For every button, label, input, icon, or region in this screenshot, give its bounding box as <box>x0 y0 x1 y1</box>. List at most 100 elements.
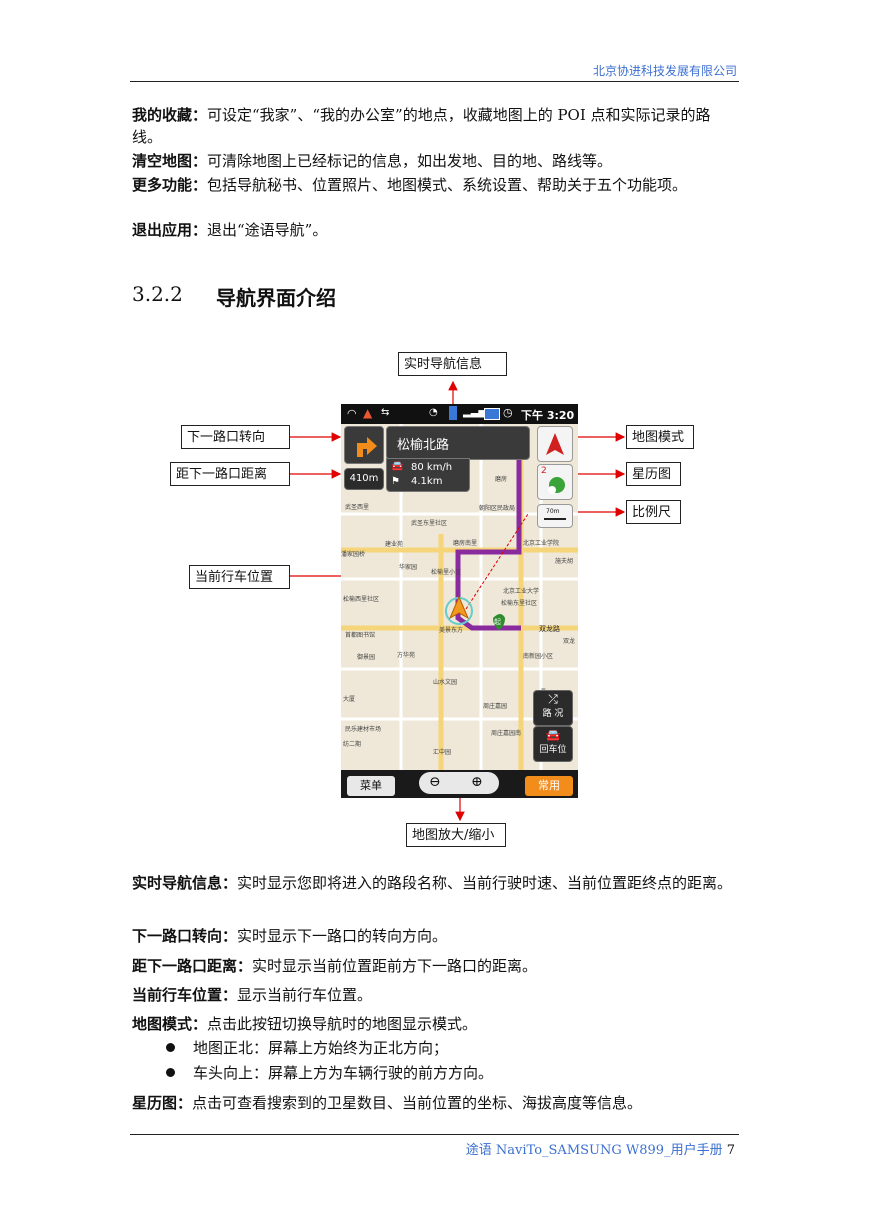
mute-icon: ◔ <box>429 407 438 418</box>
navigation-screenshot: 武圣西里 朝阳区民政局 武圣东里社区 建业苑 磨房南里 北京工业学院 松榆里小区… <box>341 404 578 798</box>
map-label: 周庄嘉园南 <box>491 730 522 737</box>
desc-next-turn: 下一路口转向：实时显示下一路口的转向方向。 <box>132 927 448 945</box>
page-footer: 途语 NaviTo_SAMSUNG W899_用户手册 7 <box>465 1143 735 1158</box>
road-name-panel: 松榆北路 <box>386 426 530 460</box>
zoom-control: ⊖ ⊕ <box>419 772 499 794</box>
turn-distance: 410m <box>344 468 384 490</box>
map-label: 方华苑 <box>397 652 416 659</box>
intro-clear-map: 清空地图：可清除地图上已经标记的信息，如出发地、目的地、路线等。 <box>132 152 613 170</box>
map-label: 武圣西里 <box>345 504 370 511</box>
section-title: 导航界面介绍 <box>216 286 336 310</box>
compass-arrow-icon <box>546 433 564 455</box>
map-label: 美景东方 <box>439 627 464 634</box>
callout-next-distance: 距下一路口距离 <box>170 462 290 486</box>
bullet-north-up: 地图正北：屏幕上方始终为正北方向； <box>193 1039 449 1057</box>
desc-realtime-info: 实时导航信息：实时显示您即将进入的路段名称、当前行驶时速、当前位置距终点的距离。 <box>132 874 733 892</box>
callout-next-turn: 下一路口转向 <box>181 425 290 449</box>
start-label: 起 <box>494 618 501 626</box>
zoom-out-icon[interactable]: ⊖ <box>429 774 441 790</box>
map-label: 北京工业大学 <box>503 588 540 595</box>
satellite-count: 2 <box>541 466 547 476</box>
page-header: 北京协进科技发展有限公司 <box>592 64 737 78</box>
traffic-label: 路 况 <box>542 709 564 719</box>
wifi-icon: ◠ <box>347 407 357 420</box>
flag-icon: ⚑ <box>391 476 400 487</box>
scale-indicator: 70m <box>537 504 573 528</box>
map-label: 华家园 <box>399 564 418 571</box>
callout-realtime-info: 实时导航信息 <box>398 352 507 376</box>
intro-more-functions: 更多功能：包括导航秘书、位置照片、地图模式、系统设置、帮助关于五个功能项。 <box>132 176 688 194</box>
traffic-button[interactable]: ⤮ 路 况 <box>533 690 573 726</box>
return-position-button[interactable]: 🚘 回车位 <box>533 726 573 762</box>
desc-next-distance: 距下一路口距离：实时显示当前位置距前方下一路口的距离。 <box>132 957 538 975</box>
map-mode-button[interactable] <box>537 426 573 462</box>
intro-favorites: 我的收藏：可设定“我家”、“我的办公室”的地点，收藏地图上的 POI 点和实际记… <box>132 106 711 146</box>
map-label: 建业苑 <box>385 541 404 548</box>
zoom-in-icon[interactable]: ⊕ <box>471 774 483 790</box>
scale-bar <box>544 518 566 520</box>
map-label: 民乐建材市场 <box>345 726 382 733</box>
bullet-heading-up: 车头向上：屏幕上方为车辆行驶的前方方向。 <box>193 1064 494 1082</box>
road-name: 松榆北路 <box>397 438 450 453</box>
signal-icon: ▂▃▅ <box>463 407 487 418</box>
map-label: 施夫胡 <box>555 558 574 565</box>
map-label: 山水文园 <box>433 679 458 686</box>
callout-map-mode: 地图模式 <box>626 425 694 449</box>
desc-current-position: 当前行车位置：显示当前行车位置。 <box>132 986 373 1004</box>
bullet-dot <box>166 1068 175 1077</box>
start-marker-icon <box>493 614 505 630</box>
page-number: 7 <box>726 1143 735 1158</box>
map-label: 南新园小区 <box>523 653 554 660</box>
shuffle-icon: ⤮ <box>548 692 558 706</box>
data-icon <box>449 406 457 420</box>
footer-rule <box>130 1134 739 1135</box>
map-label: 双龙 <box>563 638 576 645</box>
callout-current-position: 当前行车位置 <box>189 565 290 589</box>
map-label: 纺二期 <box>343 741 362 748</box>
map-label: 松榆东里社区 <box>501 600 538 607</box>
alarm-icon: ◷ <box>503 406 513 419</box>
callout-ephemeris: 星历图 <box>626 462 681 486</box>
speed-panel: 🚘 80 km/h ⚑ 4.1km <box>386 458 470 492</box>
battery-icon <box>484 408 500 420</box>
map-label: 汇中园 <box>433 749 452 756</box>
callout-scale: 比例尺 <box>626 500 681 524</box>
next-turn-panel[interactable] <box>344 426 384 464</box>
callout-zoom: 地图放大/缩小 <box>406 823 506 847</box>
satellite-icon <box>548 477 565 494</box>
car-front-icon: 🚘 <box>545 728 561 742</box>
section-heading: 3.2.2 导航界面介绍 <box>132 282 336 310</box>
status-bar: ◠ ▲ ⇆ ◔ ▂▃▅ ◷ 下午 3:20 <box>341 404 578 424</box>
map-label: 磨房 <box>495 476 508 483</box>
ephemeris-button[interactable]: 2 <box>537 464 573 500</box>
section-number: 3.2.2 <box>132 282 183 306</box>
speed-value: 80 km/h <box>411 462 453 473</box>
scale-text: 70m <box>546 508 560 515</box>
header-rule <box>130 81 739 82</box>
desc-map-mode: 地图模式：点击此按钮切换导航时的地图显示模式。 <box>132 1015 478 1033</box>
map-label: 潘家园桥 <box>341 551 366 558</box>
map-label: 大厦 <box>343 696 356 703</box>
map-label: 双龙路 <box>539 625 560 633</box>
desc-ephemeris: 星历图：点击可查看搜索到的卫星数目、当前位置的坐标、海拔高度等信息。 <box>132 1094 643 1112</box>
usb-icon: ⇆ <box>381 407 390 418</box>
car-icon: 🚘 <box>391 461 404 472</box>
remaining-distance: 4.1km <box>411 476 443 487</box>
menu-button[interactable]: 菜单 <box>347 776 395 796</box>
map-label: 松榆里小区 <box>431 569 462 576</box>
map-label: 御景园 <box>357 654 376 661</box>
map-label: 北京工业学院 <box>523 540 560 547</box>
car-position-icon <box>448 595 470 620</box>
common-button[interactable]: 常用 <box>525 776 573 796</box>
map-label: 朝阳区民政局 <box>479 505 516 512</box>
map-label: 周庄嘉园 <box>483 703 508 710</box>
intro-exit: 退出应用：退出“途语导航”。 <box>132 221 328 239</box>
turn-right-icon <box>357 437 377 457</box>
warning-icon: ▲ <box>363 406 373 420</box>
return-label: 回车位 <box>539 745 567 755</box>
clock: 下午 3:20 <box>521 409 575 422</box>
map-label: 松榆西里社区 <box>343 596 380 603</box>
map-label: 磨房南里 <box>453 540 478 547</box>
map-label: 首都图书馆 <box>345 632 376 639</box>
map-label: 武圣东里社区 <box>411 520 448 527</box>
